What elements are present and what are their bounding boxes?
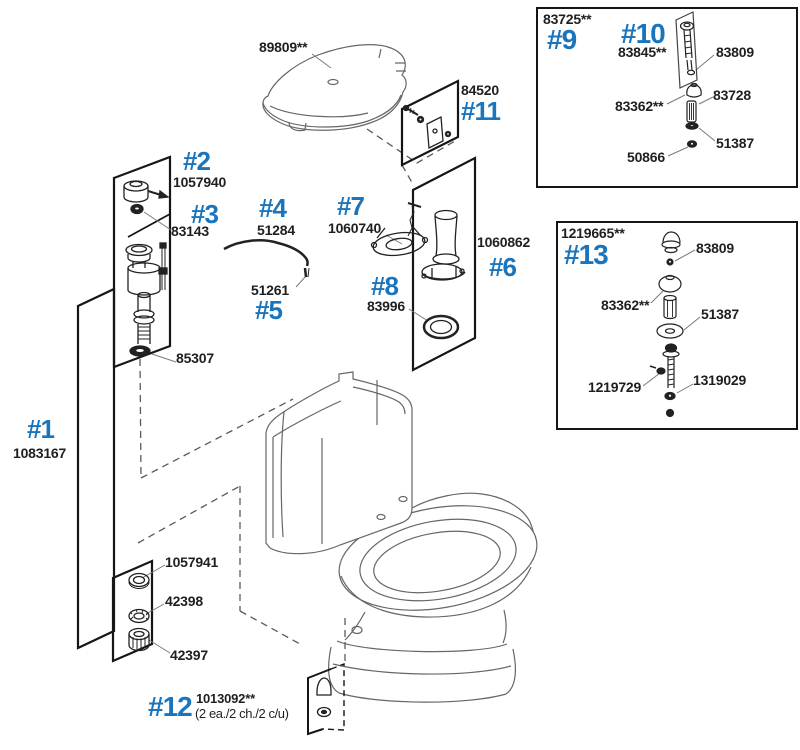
tank-lever-screw-kit (402, 104, 452, 150)
part-number-50866: 50866 (627, 149, 665, 165)
callout-12: #12 (148, 691, 193, 722)
part-number-51261: 51261 (251, 282, 289, 298)
part-number-83728: 83728 (713, 87, 751, 103)
part-number-1057940: 1057940 (173, 174, 227, 190)
part-number-84520: 84520 (461, 82, 499, 98)
bolt-cap-kit (316, 677, 332, 718)
tank-bolt-parts (128, 572, 150, 652)
kit-box-9-10 (536, 7, 798, 188)
part-number-1057941: 1057941 (165, 554, 219, 570)
callout-1: #1 (27, 414, 55, 444)
callout-4: #4 (259, 193, 287, 223)
part-number-83362-kit13: 83362** (601, 297, 650, 313)
exploded-panels (76, 79, 477, 736)
part-number-1060862: 1060862 (477, 234, 531, 250)
callout-2: #2 (183, 146, 211, 176)
part-number-1219729: 1219729 (588, 379, 642, 395)
callout-11: #11 (461, 96, 501, 126)
part-number-83143: 83143 (171, 223, 209, 239)
gasket-part (422, 314, 460, 340)
part-number-83809-kit9: 83809 (716, 44, 754, 60)
callout-9: #9 (547, 24, 577, 55)
kit13-parts (649, 231, 684, 418)
tank-lid-drawing (262, 44, 407, 132)
callout-8: #8 (371, 271, 399, 301)
part-number-42398: 42398 (165, 593, 203, 609)
callout-6: #6 (489, 252, 517, 282)
toilet-drawing (265, 371, 538, 703)
part-number-83362-kit9: 83362** (615, 98, 664, 114)
part-number-kit10: 83845** (618, 44, 667, 60)
part-number-1013092: 1013092** (196, 691, 255, 706)
part-number-51284: 51284 (257, 222, 295, 238)
part-number-51387-kit13: 51387 (701, 306, 739, 322)
lift-rod-part (223, 239, 310, 278)
part-number-kit13: 1219665** (561, 225, 625, 241)
fill-valve-part (125, 242, 168, 357)
callout-10: #10 (621, 18, 666, 49)
callout-7: #7 (337, 191, 365, 221)
part-number-lid: 89809** (259, 39, 308, 55)
part-number-83996: 83996 (367, 298, 405, 314)
leader-lines (141, 53, 716, 654)
part-number-83809-kit13: 83809 (696, 240, 734, 256)
part-number-1319029: 1319029 (693, 372, 747, 388)
dashed-connectors (137, 128, 456, 663)
part-number-kit9: 83725** (543, 11, 592, 27)
callout-13: #13 (564, 239, 609, 270)
part-number-51387-kit9: 51387 (716, 135, 754, 151)
part-number-42397: 42397 (170, 647, 208, 663)
trip-lever-part (123, 180, 170, 215)
part-number-1083167: 1083167 (13, 445, 67, 461)
kit9-10-parts (675, 11, 702, 148)
kit-box-13 (556, 221, 798, 430)
part-number-85307: 85307 (176, 350, 214, 366)
flapper-part (370, 202, 429, 257)
callout-5: #5 (255, 295, 283, 325)
part-number-1060740: 1060740 (328, 220, 382, 236)
quantity-note: (2 ea./2 ch./2 c/u) (195, 706, 289, 721)
flush-valve-part (421, 209, 466, 281)
callout-3: #3 (191, 199, 219, 229)
